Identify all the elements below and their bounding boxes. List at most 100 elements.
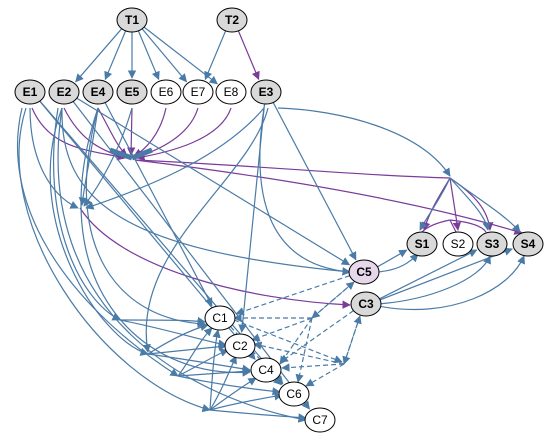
- node-s4[interactable]: S4: [512, 231, 544, 257]
- node-e6-shape[interactable]: [150, 79, 182, 105]
- node-c4-label: C4: [258, 363, 274, 377]
- edge-c3-c4[interactable]: [279, 310, 354, 363]
- node-s2[interactable]: S2: [442, 231, 474, 257]
- dashed-j6-c2[interactable]: [253, 341, 345, 365]
- edge-e5-junction: [83, 107, 133, 207]
- node-s3-label: S3: [485, 237, 500, 251]
- edge-c3-s4: [377, 255, 525, 311]
- edge-e1-hub: [31, 107, 126, 161]
- node-s3[interactable]: S3: [476, 231, 508, 257]
- dashed-j5-c6[interactable]: [295, 317, 313, 383]
- node-c5-shape[interactable]: [348, 259, 380, 285]
- dashed-j6-c3[interactable]: [343, 315, 362, 365]
- node-e1-shape[interactable]: [14, 79, 46, 105]
- node-c2[interactable]: C2: [224, 333, 256, 359]
- edge-t2-e3[interactable]: [237, 30, 260, 81]
- node-e8-shape[interactable]: [215, 79, 247, 105]
- node-t2[interactable]: T2: [216, 7, 248, 33]
- edge-s-fan-s3: [449, 219, 487, 233]
- edge-c5-s1: [377, 253, 419, 273]
- node-e8[interactable]: E8: [215, 79, 247, 105]
- node-e2[interactable]: E2: [48, 79, 80, 105]
- edge-e2-c5[interactable]: [76, 97, 351, 266]
- edge-t1-e2[interactable]: [75, 28, 123, 83]
- edge-e4-junction: [78, 107, 99, 206]
- node-e7-shape[interactable]: [182, 79, 214, 105]
- node-e8-label: E8: [224, 85, 239, 99]
- edge-e4-c1: [85, 107, 206, 328]
- node-s1[interactable]: S1: [406, 231, 438, 257]
- edge-s-fan-s2: [449, 219, 457, 233]
- node-e5-label: E5: [125, 85, 140, 99]
- node-e1-label: E1: [23, 85, 38, 99]
- edge-e4-c1[interactable]: [104, 102, 213, 307]
- data-edge-layer: [39, 26, 513, 410]
- edge-c5-s1[interactable]: [377, 249, 408, 268]
- dashed-j5-c4[interactable]: [279, 317, 313, 365]
- node-c5[interactable]: C5: [348, 259, 380, 285]
- dashed-j5-c2[interactable]: [251, 317, 313, 342]
- edge-t2-e7[interactable]: [204, 30, 227, 81]
- node-s3-shape[interactable]: [476, 231, 508, 257]
- node-t2-label: T2: [225, 13, 239, 27]
- node-e4[interactable]: E4: [82, 79, 114, 105]
- node-c3[interactable]: C3: [350, 291, 382, 317]
- node-c7-shape[interactable]: [304, 407, 336, 433]
- edge-c2-c6[interactable]: [250, 353, 282, 386]
- node-c3-shape[interactable]: [350, 291, 382, 317]
- node-t1[interactable]: T1: [116, 7, 148, 33]
- dashed-j6-c4[interactable]: [281, 363, 345, 372]
- node-e3-shape[interactable]: [250, 79, 282, 105]
- node-s1-shape[interactable]: [406, 231, 438, 257]
- edge-e1-c4-junction: [17, 107, 179, 377]
- node-c6[interactable]: C6: [278, 381, 310, 407]
- node-c6-label: C6: [286, 387, 302, 401]
- node-e7[interactable]: E7: [182, 79, 214, 105]
- node-s2-shape[interactable]: [442, 231, 474, 257]
- edge-junction-c3: [79, 207, 351, 309]
- edge-e3-junction: [277, 107, 451, 177]
- node-c4-shape[interactable]: [250, 357, 282, 383]
- dashed-j6-c6[interactable]: [305, 363, 345, 387]
- node-c2-shape[interactable]: [224, 333, 256, 359]
- node-c7[interactable]: C7: [304, 407, 336, 433]
- edge-e2-c7[interactable]: [72, 101, 311, 410]
- edge-j3-c1: [177, 327, 213, 377]
- node-e5[interactable]: E5: [116, 79, 148, 105]
- node-c6-shape[interactable]: [278, 381, 310, 407]
- node-s2-label: S2: [451, 237, 466, 251]
- edge-c3-s3: [377, 255, 491, 305]
- node-e3-label: E3: [259, 85, 274, 99]
- node-c1-shape[interactable]: [204, 305, 236, 331]
- edge-c5-c1[interactable]: [235, 275, 350, 316]
- node-e4-shape[interactable]: [82, 79, 114, 105]
- edge-e2-c5: [61, 107, 351, 276]
- node-e2-shape[interactable]: [48, 79, 80, 105]
- node-e3[interactable]: E3: [250, 79, 282, 105]
- node-e5-shape[interactable]: [116, 79, 148, 105]
- edge-t1-e6[interactable]: [137, 30, 160, 81]
- edge-c3-s3[interactable]: [379, 249, 478, 300]
- edge-t1-e4[interactable]: [104, 30, 127, 81]
- dashed-c1-j6[interactable]: [233, 319, 343, 364]
- node-t2-shape[interactable]: [216, 7, 248, 33]
- node-e1[interactable]: E1: [14, 79, 46, 105]
- node-e6[interactable]: E6: [150, 79, 182, 105]
- edge-e3-c2[interactable]: [238, 103, 266, 333]
- edge-c3-s4[interactable]: [379, 247, 513, 301]
- node-c2-label: C2: [232, 339, 248, 353]
- node-c1-label: C1: [212, 311, 228, 325]
- hub-thick-left: [109, 147, 133, 161]
- edge-e3-c5[interactable]: [272, 102, 357, 261]
- node-c4[interactable]: C4: [250, 357, 282, 383]
- node-s4-shape[interactable]: [512, 231, 544, 257]
- edge-e8-hub: [136, 107, 232, 161]
- edge-j3-c4: [177, 367, 251, 377]
- edge-layer: [17, 107, 525, 423]
- node-t1-shape[interactable]: [116, 7, 148, 33]
- edge-t1-e7[interactable]: [141, 28, 188, 83]
- edge-j1-c1: [119, 316, 206, 326]
- dashed-j5-c5[interactable]: [311, 281, 355, 319]
- node-e2-label: E2: [57, 85, 72, 99]
- node-c1[interactable]: C1: [204, 305, 236, 331]
